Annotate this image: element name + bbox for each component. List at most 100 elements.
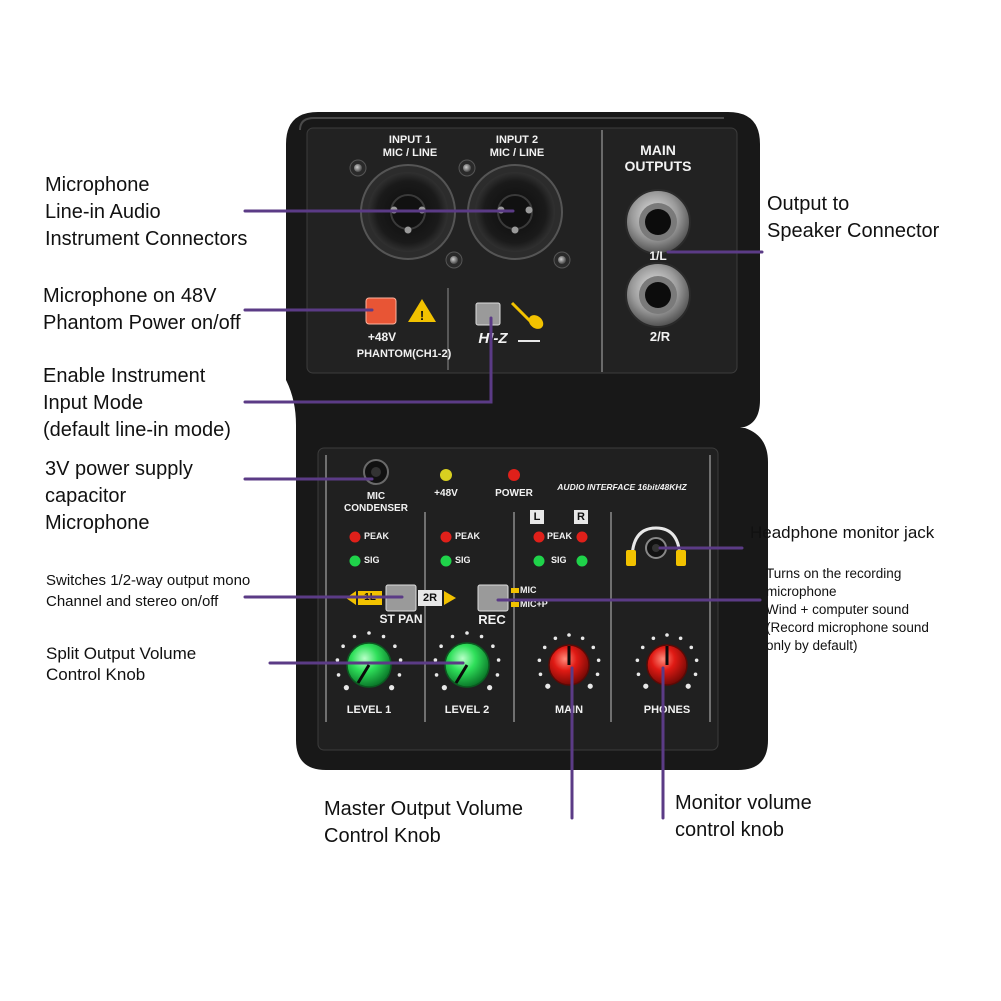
output-2-label: 2/R: [649, 329, 671, 344]
ch2-sig-label: SIG: [455, 555, 471, 565]
led-power: [508, 469, 520, 481]
knob-scale-dot: [343, 685, 349, 691]
level-1-knob: [346, 642, 392, 688]
knob-scale-dot: [434, 673, 439, 677]
knob-scale-dot: [479, 634, 484, 639]
ch1-sig-label: SIG: [364, 555, 380, 565]
phones-label: PHONES: [643, 704, 691, 716]
knob-scale-dot: [636, 672, 641, 677]
knob-scale-dot: [694, 658, 699, 663]
annotation-hiz: Enable Instrument Input Mode (default li…: [43, 365, 231, 441]
level-1-label: LEVEL 1: [346, 704, 392, 716]
annotation-monitor: Monitor volume control knob: [675, 792, 812, 841]
annotation-power-supply: 3V power supply capacitor Microphone: [45, 458, 193, 534]
main-output-2-jack: [625, 262, 691, 328]
ch2-peak-label: PEAK: [455, 531, 481, 541]
svg-text:!: !: [420, 308, 424, 323]
knob-scale-dot: [545, 683, 551, 689]
phantom-button: [365, 297, 397, 325]
power-label: POWER: [495, 488, 533, 499]
knob-scale-dot: [693, 672, 698, 677]
annotation-phantom: Microphone on 48V Phantom Power on/off: [43, 285, 241, 334]
main-peak-label: PEAK: [547, 531, 573, 541]
knob-scale-dot: [678, 636, 683, 641]
knob-scale-dot: [538, 672, 543, 677]
led-ch1-peak: [349, 531, 361, 543]
knob-scale-dot: [393, 644, 397, 648]
hiz-label: HI-Z: [478, 330, 508, 347]
knob-scale-dot: [651, 636, 656, 641]
ch1-peak-label: PEAK: [364, 531, 390, 541]
annotation-output-speaker: Output to Speaker Connector: [767, 193, 940, 242]
knob-scale-dot: [596, 658, 601, 663]
rec-mic-label: MIC: [520, 585, 537, 595]
knob-scale-dot: [643, 683, 649, 689]
annotation-st-pan: Switches 1/2-way output mono Channel and…: [46, 572, 251, 610]
led-main-r-sig: [576, 555, 588, 567]
main-output-1-jack: [625, 189, 691, 255]
knob-scale-dot: [591, 645, 596, 650]
headphone-icon: [626, 526, 686, 566]
left-label: L: [533, 511, 541, 523]
hiz-button: [475, 302, 501, 326]
output-1-label: 1/L: [649, 249, 667, 263]
knob-scale-dot: [491, 644, 495, 648]
knob-scale-dot: [433, 658, 438, 662]
phantom-label: PHANTOM(CH1-2): [356, 348, 452, 360]
main-knob: [548, 644, 590, 686]
knob-scale-dot: [487, 685, 493, 691]
knob-scale-dot: [367, 631, 371, 635]
annotation-master: Master Output Volume Control Knob: [324, 798, 523, 847]
knob-scale-dot: [542, 645, 547, 650]
knob-scale-dot: [537, 658, 542, 663]
input-2-connector: [458, 159, 571, 269]
st-pan-button: [385, 584, 417, 612]
led-ch2-peak: [440, 531, 452, 543]
main-sig-label: SIG: [551, 555, 567, 565]
led-ch1-sig: [349, 555, 361, 567]
knob-scale-dot: [381, 634, 386, 639]
phones-knob: [646, 644, 688, 686]
knob-scale-dot: [567, 633, 571, 637]
level-2-label: LEVEL 2: [444, 704, 490, 716]
knob-scale-dot: [685, 683, 691, 689]
rec-label: REC: [478, 612, 506, 627]
audio-interface-label: AUDIO INTERFACE 16bit/48KHZ: [557, 482, 687, 492]
knob-scale-dot: [398, 658, 403, 662]
knob-scale-dot: [496, 658, 501, 662]
knob-scale-dot: [580, 636, 585, 641]
knob-scale-dot: [352, 634, 357, 639]
st-pan-label: ST PAN: [379, 612, 423, 626]
knob-scale-dot: [689, 645, 694, 650]
annotation-inputs: Microphone Line-in Audio Instrument Conn…: [45, 174, 248, 250]
knob-scale-dot: [665, 633, 669, 637]
st-pan-left-label: 1L: [364, 592, 376, 603]
right-label: R: [577, 511, 585, 523]
mic-condenser-label: MIC CONDENSER: [344, 491, 408, 514]
knob-scale-dot: [495, 673, 500, 677]
st-pan-right-label: 2R: [422, 592, 438, 604]
warning-icon: [408, 299, 436, 322]
knob-scale-dot: [640, 645, 645, 650]
rec-micp-label: MIC+P: [520, 599, 548, 609]
knob-scale-dot: [465, 631, 469, 635]
annotation-recording: Turns on the recording microphone Wind +…: [766, 566, 929, 653]
led-main-r-peak: [576, 531, 588, 543]
annotation-split-output: Split Output Volume Control Knob: [46, 644, 197, 684]
led-48v: [440, 469, 452, 481]
knob-scale-dot: [450, 634, 455, 639]
knob-scale-dot: [553, 636, 558, 641]
input-1-label: INPUT 1 MIC / LINE: [382, 134, 438, 159]
knob-scale-dot: [336, 673, 341, 677]
knob-scale-dot: [587, 683, 593, 689]
knob-scale-dot: [341, 644, 345, 648]
phantom-button-label: +48V: [367, 330, 397, 344]
knob-scale-dot: [439, 644, 443, 648]
led-main-l-sig: [533, 555, 545, 567]
led-48v-label: +48V: [434, 488, 458, 499]
knob-scale-dot: [635, 658, 640, 663]
main-outputs-label: MAIN OUTPUTS: [624, 142, 692, 174]
guitar-icon: [510, 301, 544, 329]
input-2-label: INPUT 2 MIC / LINE: [489, 134, 545, 159]
